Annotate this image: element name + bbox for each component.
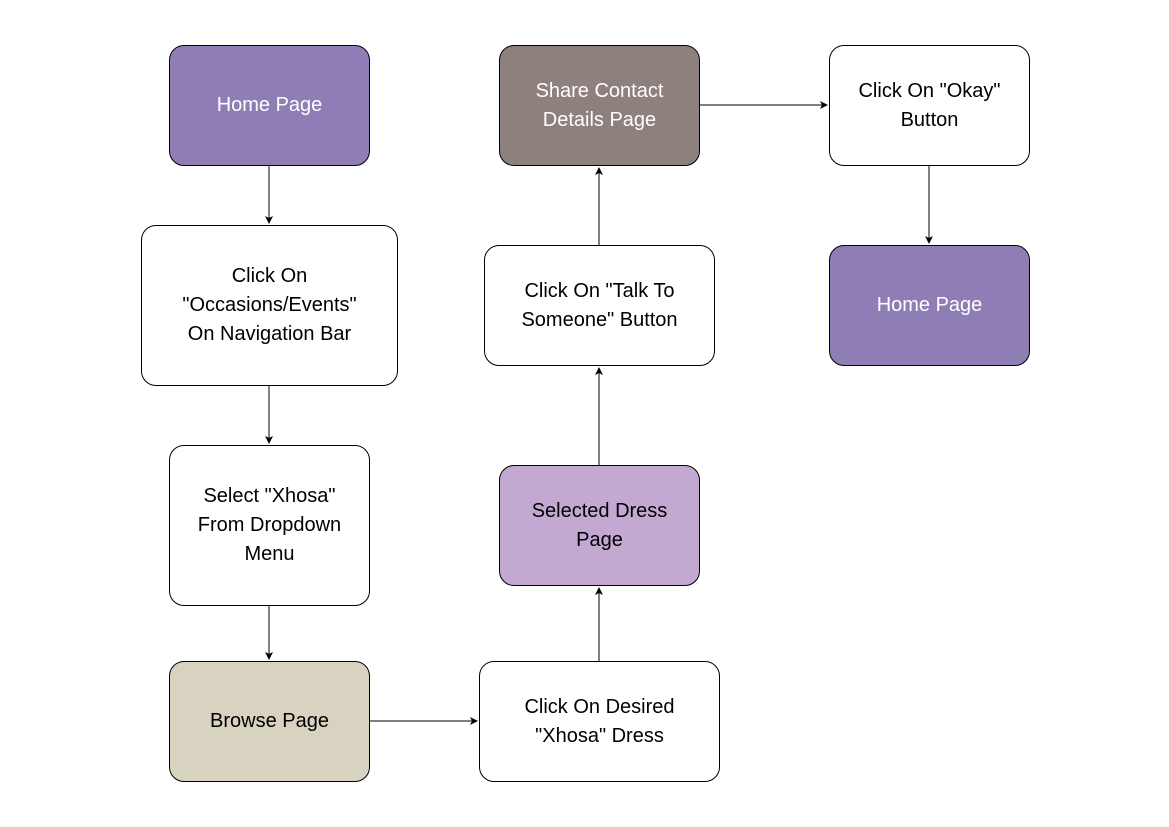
- node-label: Browse Page: [210, 710, 329, 732]
- node-label: Selected Dress Page: [531, 499, 668, 551]
- node-click-occasions-events: Click On "Occasions/Events" On Navigatio…: [141, 225, 398, 386]
- node-home-page-end: Home Page: [829, 245, 1030, 366]
- node-click-okay-button: Click On "Okay" Button: [829, 45, 1030, 166]
- node-label: Share Contact Details Page: [535, 79, 664, 131]
- node-selected-dress-page: Selected Dress Page: [499, 465, 700, 586]
- node-label: Click On "Okay" Button: [858, 79, 1001, 131]
- node-label: Home Page: [216, 94, 323, 116]
- node-browse-page: Browse Page: [169, 661, 370, 782]
- node-select-xhosa: Select "Xhosa" From Dropdown Menu: [169, 445, 370, 606]
- node-label: Click On "Occasions/Events" On Navigatio…: [182, 265, 357, 345]
- node-share-contact-details-page: Share Contact Details Page: [499, 45, 700, 166]
- node-label: Select "Xhosa" From Dropdown Menu: [197, 485, 342, 565]
- node-label: Click On Desired "Xhosa" Dress: [524, 695, 675, 747]
- node-click-desired-dress: Click On Desired "Xhosa" Dress: [479, 661, 720, 782]
- node-home-page: Home Page: [169, 45, 370, 166]
- node-label: Click On "Talk To Someone" Button: [521, 279, 678, 331]
- node-click-talk-to-someone: Click On "Talk To Someone" Button: [484, 245, 715, 366]
- node-label: Home Page: [876, 294, 983, 316]
